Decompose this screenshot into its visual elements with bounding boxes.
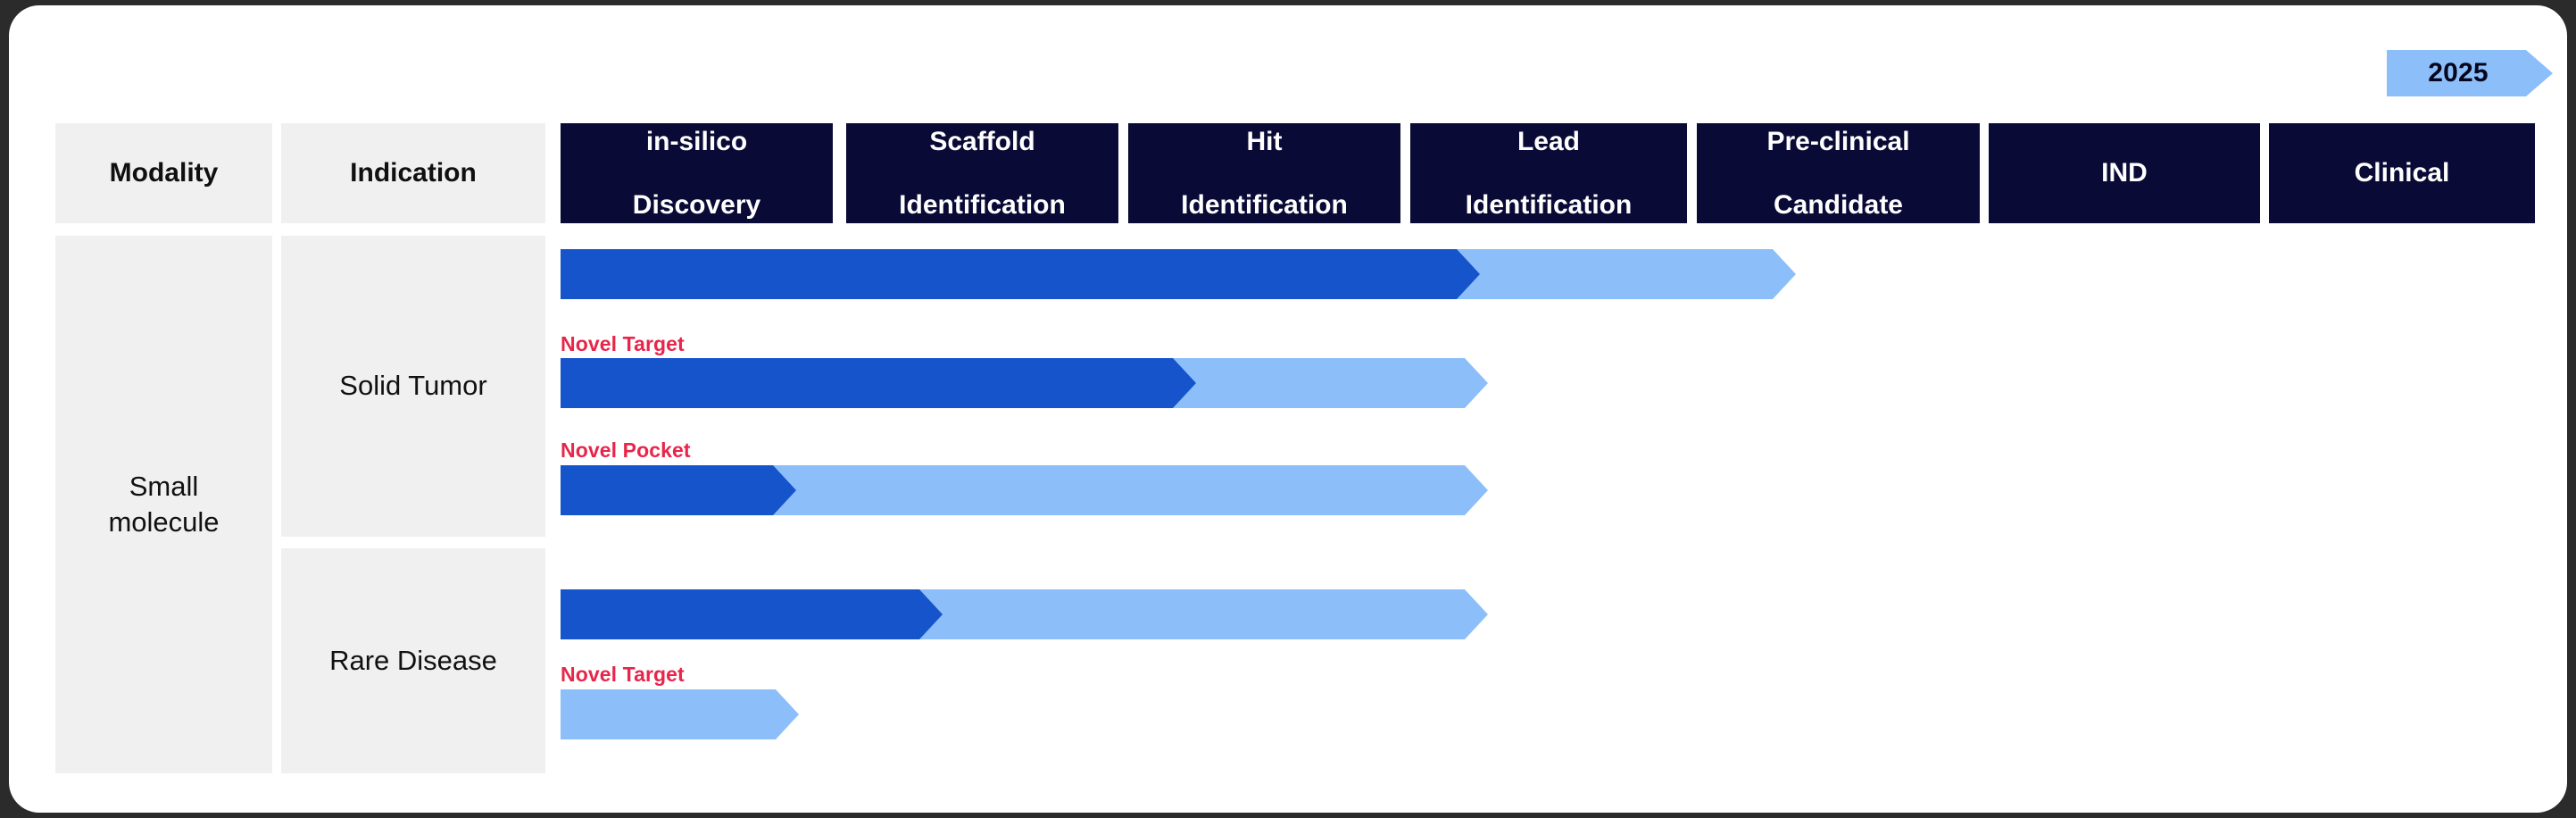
stage-label-line1: Scaffold — [929, 126, 1035, 156]
pipeline-card: 2025 Modality Indication in-silico Disco… — [9, 5, 2567, 813]
program-bar-completed — [561, 249, 1480, 299]
modality-cell-small-molecule: Small molecule — [55, 236, 272, 773]
stage-label-wrap: Pre-clinical Candidate — [1745, 126, 1931, 221]
stage-label-line2: Identification — [1465, 189, 1633, 220]
program-bar-projected — [561, 689, 799, 739]
stage-label-line2: Identification — [899, 189, 1066, 220]
modality-label-line1: Small — [129, 470, 199, 502]
indication-cell-rare-disease: Rare Disease — [281, 548, 545, 773]
program-tag-novel-target: Novel Target — [561, 332, 685, 355]
header-stage-in-silico-discovery[interactable]: in-silico Discovery — [561, 123, 833, 223]
stage-label-wrap: in-silico Discovery — [611, 126, 782, 221]
program-bar-completed — [561, 465, 796, 515]
year-badge: 2025 — [2387, 50, 2553, 96]
header-stage-pre-clinical-candidate[interactable]: Pre-clinical Candidate — [1697, 123, 1980, 223]
header-stage-scaffold-identification[interactable]: Scaffold Identification — [846, 123, 1118, 223]
stage-label-line1: Lead — [1517, 126, 1580, 156]
modality-label-line2: molecule — [108, 506, 220, 538]
header-modality-label: Modality — [109, 158, 219, 188]
stage-label-line1: in-silico — [645, 126, 748, 156]
header-indication-label: Indication — [350, 158, 477, 188]
indication-cell-solid-tumor: Solid Tumor — [281, 236, 545, 537]
program-bar-completed — [561, 358, 1196, 408]
stage-label-line1: Hit — [1246, 126, 1283, 156]
stage-label-line2: Candidate — [1773, 189, 1903, 220]
modality-label: Small molecule — [108, 469, 219, 541]
header-modality: Modality — [55, 123, 272, 223]
indication-label: Solid Tumor — [339, 370, 487, 402]
indication-label: Rare Disease — [329, 644, 497, 676]
header-stage-clinical[interactable]: Clinical — [2269, 123, 2535, 223]
program-bar-completed — [561, 589, 943, 639]
header-indication: Indication — [281, 123, 545, 223]
stage-label-line1: IND — [2101, 158, 2148, 188]
stage-label-line2: Identification — [1181, 189, 1348, 220]
pipeline-header-row: Modality Indication in-silico Discovery … — [9, 123, 2567, 223]
stage-label-line1: Pre-clinical — [1766, 126, 1910, 156]
stage-label-wrap: Lead Identification — [1444, 126, 1654, 221]
program-tag-novel-target: Novel Target — [561, 663, 685, 686]
stage-label-wrap: Hit Identification — [1159, 126, 1369, 221]
header-stage-hit-identification[interactable]: Hit Identification — [1128, 123, 1400, 223]
header-stage-ind[interactable]: IND — [1989, 123, 2260, 223]
stage-label-line2: Discovery — [632, 189, 761, 220]
stage-label-line1: Clinical — [2354, 158, 2450, 188]
program-tag-novel-pocket: Novel Pocket — [561, 438, 691, 462]
stage-label-wrap: Scaffold Identification — [877, 126, 1087, 221]
header-stage-lead-identification[interactable]: Lead Identification — [1410, 123, 1687, 223]
